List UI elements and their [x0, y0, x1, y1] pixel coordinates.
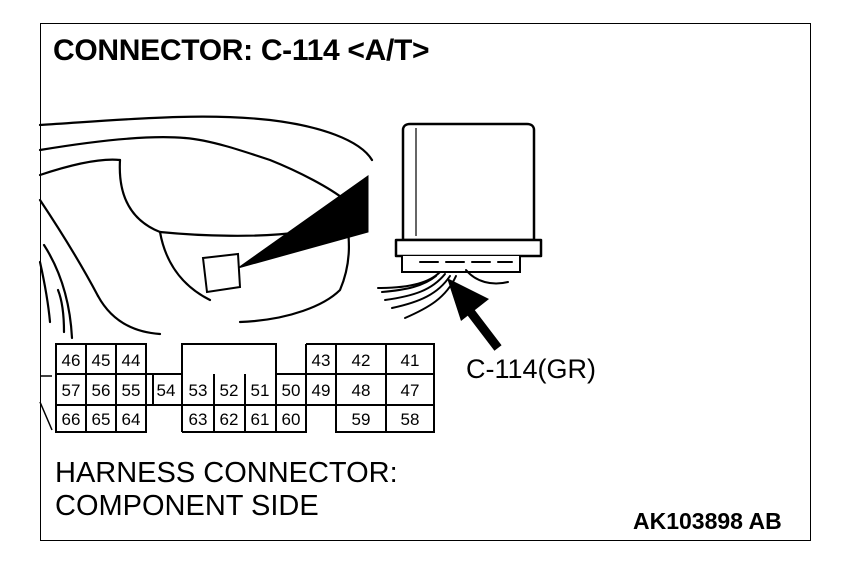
- pin-label: 63: [189, 410, 208, 429]
- pin-label: 59: [352, 410, 371, 429]
- caption: HARNESS CONNECTOR: COMPONENT SIDE: [55, 457, 398, 523]
- pin-label: 42: [352, 351, 371, 370]
- dash-module: [201, 252, 242, 294]
- pin-label: 62: [220, 410, 239, 429]
- pin-label: 53: [189, 381, 208, 400]
- pin-label: 54: [157, 381, 176, 400]
- pin-label: 60: [282, 410, 301, 429]
- pin-numbers: 46 45 44 43 42 41 57 56 55 54 53 52 51 5…: [62, 351, 420, 429]
- pin-label: 57: [62, 381, 81, 400]
- zoom-wedge: [237, 175, 369, 269]
- pin-label: 45: [92, 351, 111, 370]
- pin-label: 56: [92, 381, 111, 400]
- pin-label: 46: [62, 351, 81, 370]
- pin-label: 41: [401, 351, 420, 370]
- figure-title: CONNECTOR: C-114 <A/T>: [53, 34, 430, 67]
- caption-line-2: COMPONENT SIDE: [55, 490, 319, 522]
- connector-face: [39, 343, 435, 433]
- harness-wires: [377, 255, 521, 319]
- pin-label: 50: [282, 381, 301, 400]
- pin-label: 44: [122, 351, 141, 370]
- pin-label: 47: [401, 381, 420, 400]
- arrow-icon: [447, 278, 502, 351]
- pin-label: 58: [401, 410, 420, 429]
- control-unit: [394, 122, 543, 258]
- pin-label: 43: [312, 351, 331, 370]
- pin-label: 64: [122, 410, 141, 429]
- figure-code: AK103898 AB: [633, 508, 782, 534]
- connector-label: C-114(GR): [466, 354, 597, 384]
- pin-label: 55: [122, 381, 141, 400]
- pin-label: 65: [92, 410, 111, 429]
- pin-label: 48: [352, 381, 371, 400]
- pin-label: 51: [251, 381, 270, 400]
- pin-label: 61: [251, 410, 270, 429]
- figure-frame: [40, 23, 811, 541]
- pin-label: 49: [312, 381, 331, 400]
- caption-line-1: HARNESS CONNECTOR:: [55, 457, 398, 489]
- pin-label: 66: [62, 410, 81, 429]
- pin-label: 52: [220, 381, 239, 400]
